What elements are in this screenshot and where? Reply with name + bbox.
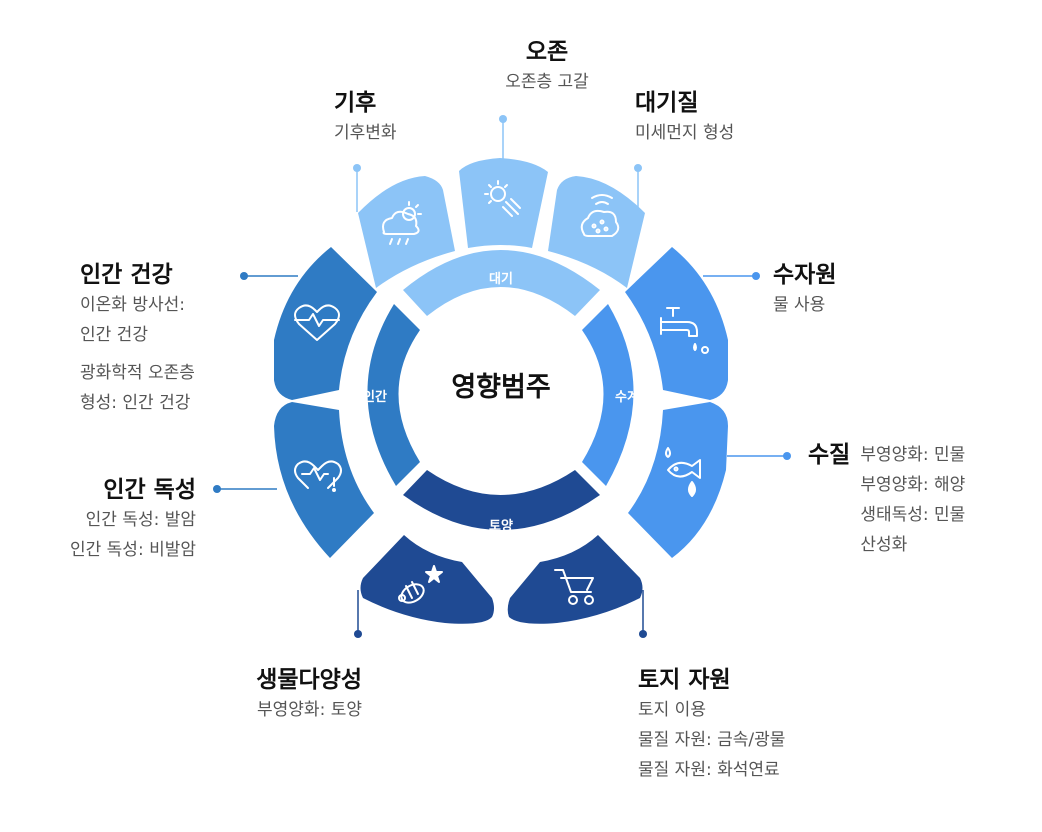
ring-atmosphere <box>403 250 600 316</box>
category-title: 인간 건강 <box>80 262 173 288</box>
center-title: 영향범주 <box>451 372 550 403</box>
category-land-resource: 토지 자원 토지 이용 물질 자원: 금속/광물 물질 자원: 화석연료 <box>638 665 785 785</box>
dot-water-quality <box>783 452 791 460</box>
category-line: 이온화 방사선: <box>80 295 185 315</box>
category-title: 생물다양성 <box>256 667 362 693</box>
category-line: 인간 독성: 발암 <box>85 510 196 530</box>
dot-water-resource <box>752 272 760 280</box>
category-line: 미세먼지 형성 <box>635 123 735 143</box>
category-title: 토지 자원 <box>638 667 731 693</box>
category-human-toxicity: 인간 독성 인간 독성: 발암 인간 독성: 비발암 <box>70 475 196 565</box>
ring-soil <box>403 470 600 530</box>
dot-human-toxicity <box>213 485 221 493</box>
category-air-quality: 대기질 미세먼지 형성 <box>635 88 734 148</box>
category-climate: 기후 기후변화 <box>334 88 397 148</box>
category-line: 기후변화 <box>334 123 397 143</box>
category-line: 광화학적 오존층 <box>80 363 195 383</box>
category-title: 수자원 <box>773 262 837 288</box>
category-title: 인간 독성 <box>103 477 196 503</box>
segment-ozone <box>459 158 548 248</box>
category-line: 물질 자원: 금속/광물 <box>638 730 786 750</box>
category-biodiversity: 생물다양성 부영양화: 토양 <box>256 665 362 725</box>
category-title: 대기질 <box>635 90 699 116</box>
category-line: 산성화 <box>860 535 908 555</box>
ring-label-atmosphere: 대기 <box>489 272 513 287</box>
ring-label-human: 인간 <box>363 389 387 405</box>
category-title: 기후 <box>334 90 377 116</box>
dot-ozone <box>499 115 507 123</box>
sun-rays-icon <box>484 180 521 217</box>
dust-cloud-icon <box>580 194 620 237</box>
dot-biodiversity <box>354 630 362 638</box>
segment-land-resource <box>507 535 643 624</box>
cloud-sun-rain-icon <box>382 201 422 245</box>
fish-drop-icon <box>665 447 701 497</box>
category-line: 오존층 고갈 <box>505 72 589 92</box>
heart-pulse-icon <box>294 304 340 341</box>
category-line: 토지 이용 <box>638 700 706 720</box>
category-line: 부영양화: 민물 <box>860 445 966 465</box>
category-ozone: 오존 오존층 고갈 <box>505 37 589 97</box>
dot-climate <box>353 164 361 172</box>
segment-human-toxicity <box>274 402 374 558</box>
heart-alert-icon <box>294 460 342 492</box>
dot-human-health <box>240 272 248 280</box>
category-human-health: 인간 건강 이온화 방사선: 인간 건강 광화학적 오존층 형성: 인간 건강 <box>80 260 195 418</box>
dot-air-quality <box>634 164 642 172</box>
segment-water-resource <box>625 247 728 400</box>
category-line: 물질 자원: 화석연료 <box>638 760 780 780</box>
faucet-icon <box>660 307 709 354</box>
segment-water-quality <box>628 402 728 558</box>
ring-human <box>367 304 420 486</box>
category-water-resource: 수자원 물 사용 <box>773 260 836 320</box>
bee-flower-icon <box>398 565 443 604</box>
wheelbarrow-icon <box>554 569 594 605</box>
segment-human-health <box>274 247 377 400</box>
category-line: 생태독성: 민물 <box>860 505 966 525</box>
ring-water <box>582 304 634 486</box>
category-line: 형성: 인간 건강 <box>80 393 191 413</box>
category-line: 인간 건강 <box>80 325 148 345</box>
category-line: 물 사용 <box>773 295 826 315</box>
segment-climate <box>358 176 455 288</box>
dot-land-resource <box>639 630 647 638</box>
category-lines: 부영양화: 민물 부영양화: 해양 생태독성: 민물 산성화 <box>860 440 965 560</box>
category-line: 인간 독성: 비발암 <box>69 540 196 560</box>
connectors <box>213 115 791 638</box>
category-water-quality: 수질 부영양화: 민물 부영양화: 해양 생태독성: 민물 산성화 <box>808 440 965 560</box>
ring-label-soil: 토양 <box>489 519 513 534</box>
segment-biodiversity <box>360 535 494 624</box>
category-title: 오존 <box>525 39 569 65</box>
ring-label-water: 수계 <box>615 390 639 405</box>
category-title: 수질 <box>808 442 851 468</box>
category-line: 부영양화: 해양 <box>860 475 966 495</box>
category-line: 부영양화: 토양 <box>257 700 362 720</box>
